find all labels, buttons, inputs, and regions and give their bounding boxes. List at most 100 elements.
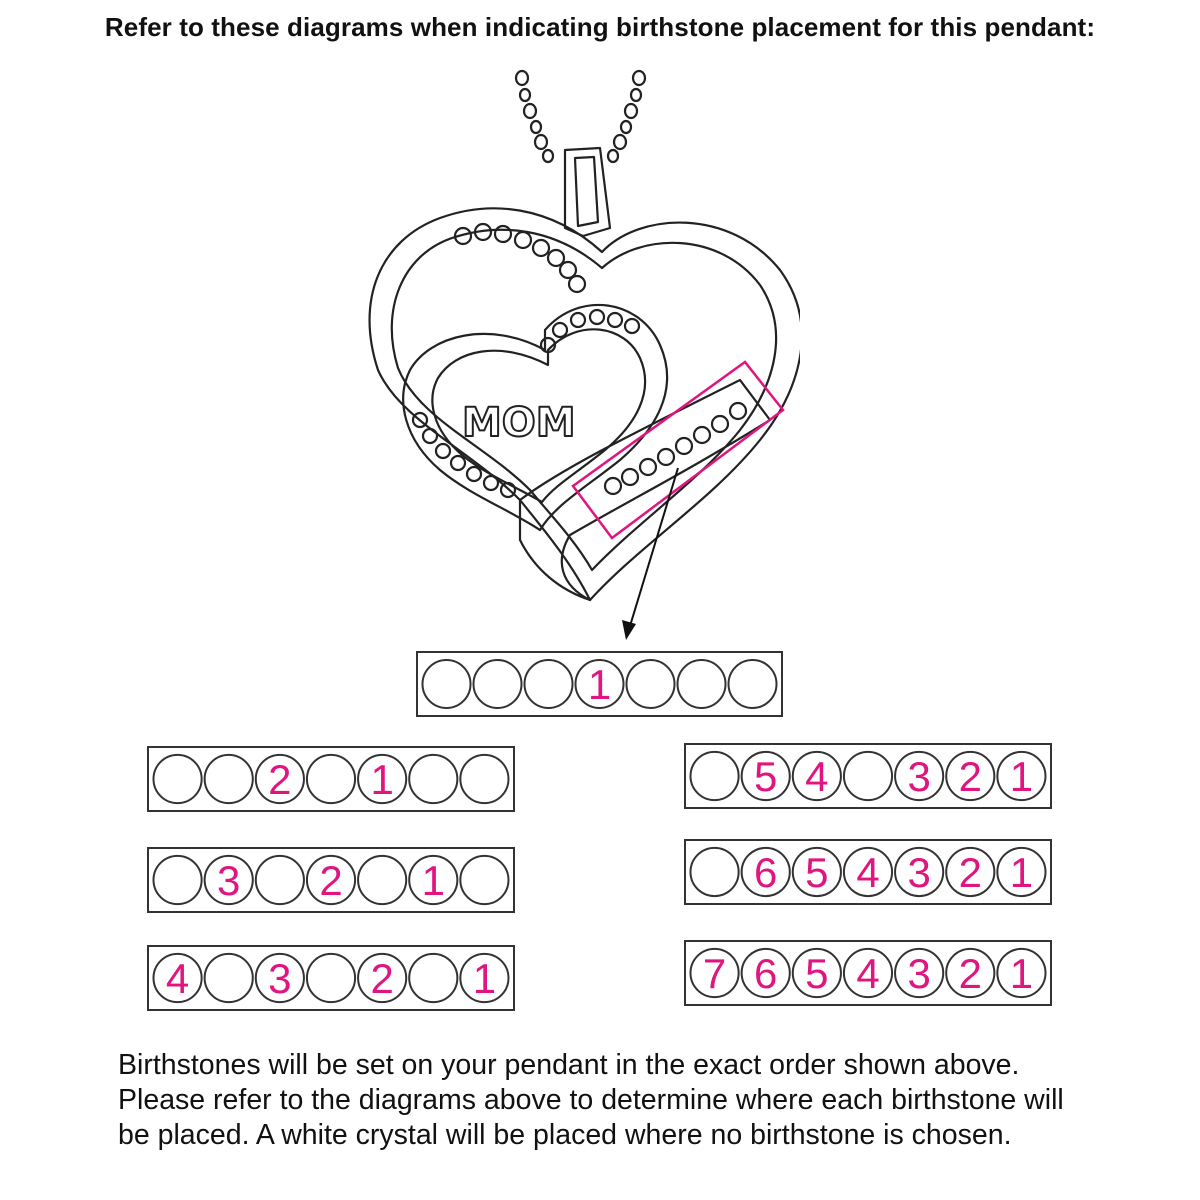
stone-slot [421,659,472,709]
stone-number: 6 [754,849,777,896]
stone-number: 1 [1010,849,1033,896]
stone-slot [357,854,408,906]
stone-number: 2 [959,950,982,997]
inner-heart-icon [402,303,669,532]
stone-slot [152,854,203,906]
stone-slot [305,753,357,805]
stone-slot [472,659,523,709]
stone-slot [945,846,996,898]
stone-slot [459,952,510,1004]
stone-slot [996,947,1047,999]
stones-left [411,411,517,499]
bail-icon [563,146,612,238]
stone-slot [791,846,842,898]
stone-slot [842,750,894,802]
stone-slot [408,952,459,1004]
outer-heart-icon [368,207,800,602]
stones-inner-top [539,308,641,354]
stone-number: 1 [422,857,445,904]
instructions-text: Birthstones will be set on your pendant … [118,1049,1064,1151]
stone-slot [203,854,254,906]
stone-number: 5 [805,849,828,896]
stone-number: 2 [959,753,982,800]
stone-number: 1 [1010,753,1033,800]
stone-number: 1 [1010,950,1033,997]
stone-number: 3 [268,955,291,1002]
highlighted-stone-row [603,401,748,496]
stone-number: 5 [754,753,777,800]
stone-number: 2 [959,849,982,896]
stones-top [453,222,587,294]
stone-slot [689,947,740,999]
stone-strip-4: 4 3 2 1 [147,945,515,1011]
stone-slot [254,854,305,906]
stone-number: 4 [805,753,828,800]
stone-slot [894,947,945,999]
stone-slot [842,846,894,898]
stone-strip-3: 3 2 1 [147,847,515,913]
stone-slot [894,846,945,898]
stone-number: 4 [166,955,189,1002]
stone-slot [894,750,945,802]
stone-slot [689,846,740,898]
stone-slot [625,659,676,709]
chain-left-icon [514,69,555,164]
stone-slot [676,659,727,709]
stone-slot [357,952,408,1004]
arrow-head-icon [622,620,636,640]
highlight-box [571,360,785,540]
stone-slot [740,846,791,898]
chain-right-icon [606,69,647,164]
ribbon-band-icon [518,378,772,602]
stone-number: 1 [473,955,496,1002]
heart-pendant-illustration: MOM [368,69,800,640]
stone-number: 3 [907,753,930,800]
stone-number: 7 [703,950,726,997]
stone-slot [408,753,459,805]
stone-slot [945,947,996,999]
stone-slot [203,952,254,1004]
stone-slot [152,753,203,805]
stone-slot [740,947,791,999]
stone-number: 1 [370,756,393,803]
stone-slot [408,854,459,906]
mom-engraving: MOM [462,400,576,446]
stone-number: 2 [268,756,291,803]
stone-slot [791,750,842,802]
stone-slot [254,753,305,805]
stone-number: 1 [588,661,611,708]
stone-slot [305,952,357,1004]
stone-number: 4 [856,950,879,997]
stone-number: 3 [907,950,930,997]
stone-slot [459,854,510,906]
stone-number: 2 [319,857,342,904]
stone-slot [996,846,1047,898]
stone-number: 5 [805,950,828,997]
stone-slot [357,753,408,805]
stone-number: 6 [754,950,777,997]
stone-slot [459,753,510,805]
stone-number: 4 [856,849,879,896]
stone-slot [689,750,740,802]
stone-slot [791,947,842,999]
stone-number: 2 [370,955,393,1002]
stone-number: 3 [217,857,240,904]
stone-slot [740,750,791,802]
stone-slot [305,854,357,906]
stone-slot [842,947,894,999]
stone-slot [574,659,625,709]
stone-slot [727,659,778,709]
stone-slot [523,659,574,709]
stone-slot [152,952,203,1004]
stone-number: 3 [907,849,930,896]
stone-slot [254,952,305,1004]
page-title: Refer to these diagrams when indicating … [104,12,1096,42]
stone-strip-1: 1 [416,651,783,717]
stone-slot [945,750,996,802]
stone-slot [203,753,254,805]
stone-slot [996,750,1047,802]
